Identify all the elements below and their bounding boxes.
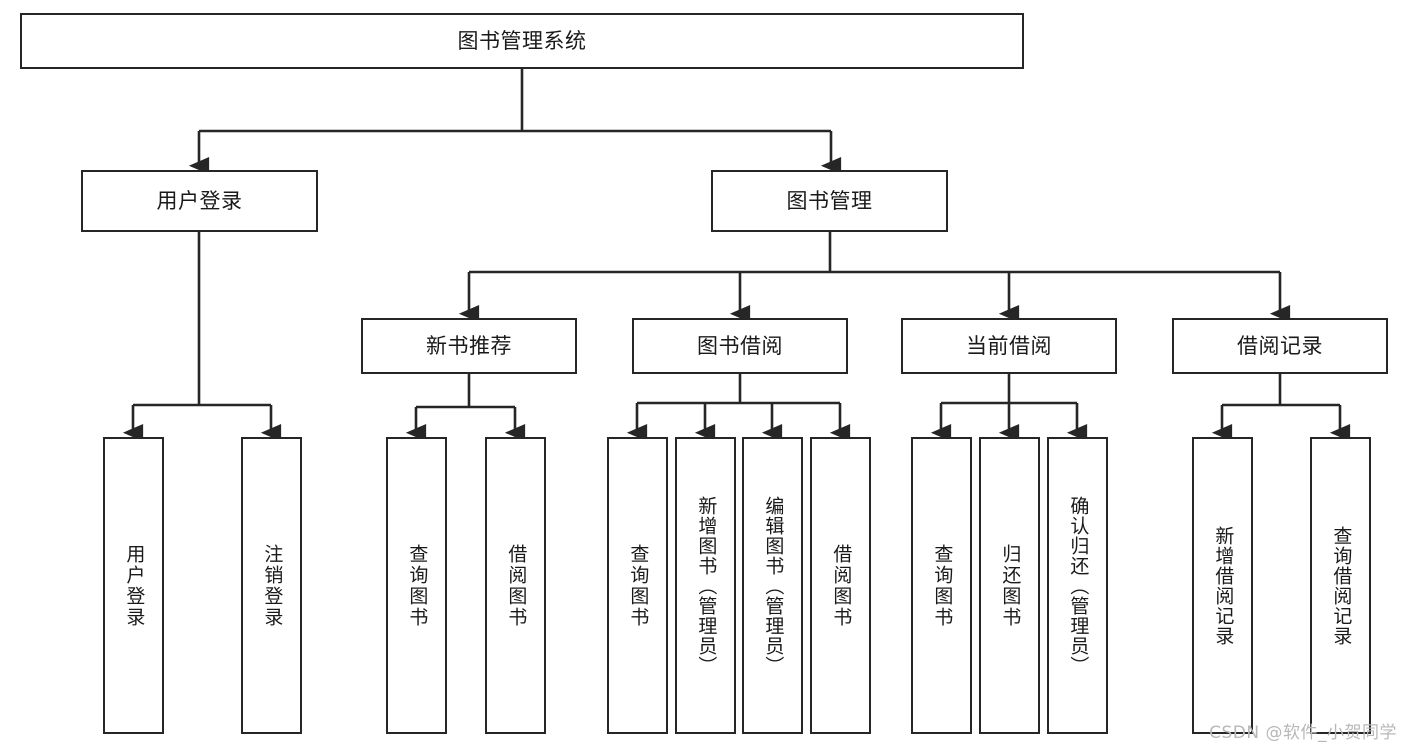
node-label: 用户登录 [156, 188, 243, 213]
node-label: 借阅图书 [505, 543, 528, 628]
node-borrow-record[interactable]: 借阅记录 [1172, 318, 1388, 374]
node-leaf-user-login[interactable]: 用户登录 [103, 437, 164, 734]
node-leaf-query-book-borrow[interactable]: 查询图书 [607, 437, 668, 734]
csdn-watermark: CSDN @软件_小贺同学 [1209, 723, 1397, 743]
node-leaf-query-borrow-record[interactable]: 查询借阅记录 [1310, 437, 1371, 734]
node-label: 查询图书 [406, 543, 429, 628]
node-label: 查询图书 [931, 543, 954, 628]
node-label: 查询图书 [627, 543, 650, 628]
node-leaf-return-book[interactable]: 归还图书 [979, 437, 1040, 734]
node-leaf-add-book-admin[interactable]: 新增图书（管理员） [675, 437, 736, 734]
node-label: 确认归还（管理员） [1067, 495, 1090, 676]
node-label: 新增图书（管理员） [695, 495, 718, 676]
node-user-login[interactable]: 用户登录 [81, 170, 318, 232]
node-label: 归还图书 [999, 543, 1022, 628]
node-root-book-management-system[interactable]: 图书管理系统 [20, 13, 1024, 69]
node-label: 新书推荐 [426, 333, 512, 358]
node-new-book-recommend[interactable]: 新书推荐 [361, 318, 577, 374]
node-label: 查询借阅记录 [1330, 525, 1353, 646]
node-leaf-query-book-current[interactable]: 查询图书 [911, 437, 972, 734]
node-label: 当前借阅 [966, 333, 1052, 358]
node-label: 注销登录 [261, 543, 284, 628]
node-leaf-borrow-book-recommend[interactable]: 借阅图书 [485, 437, 546, 734]
node-leaf-confirm-return-admin[interactable]: 确认归还（管理员） [1047, 437, 1108, 734]
node-label: 编辑图书（管理员） [762, 495, 785, 676]
node-label: 新增借阅记录 [1212, 525, 1235, 646]
node-leaf-query-book-recommend[interactable]: 查询图书 [386, 437, 447, 734]
node-label: 图书管理 [786, 188, 873, 213]
node-label: 图书借阅 [697, 333, 783, 358]
node-label: 借阅图书 [830, 543, 853, 628]
node-book-borrow[interactable]: 图书借阅 [632, 318, 848, 374]
node-leaf-add-borrow-record[interactable]: 新增借阅记录 [1192, 437, 1253, 734]
node-leaf-edit-book-admin[interactable]: 编辑图书（管理员） [742, 437, 803, 734]
node-label: 图书管理系统 [457, 28, 587, 53]
node-leaf-logout[interactable]: 注销登录 [241, 437, 302, 734]
node-leaf-borrow-book[interactable]: 借阅图书 [810, 437, 871, 734]
node-book-management[interactable]: 图书管理 [711, 170, 948, 232]
node-label: 借阅记录 [1237, 333, 1323, 358]
node-current-borrow[interactable]: 当前借阅 [901, 318, 1117, 374]
node-label: 用户登录 [123, 543, 146, 628]
